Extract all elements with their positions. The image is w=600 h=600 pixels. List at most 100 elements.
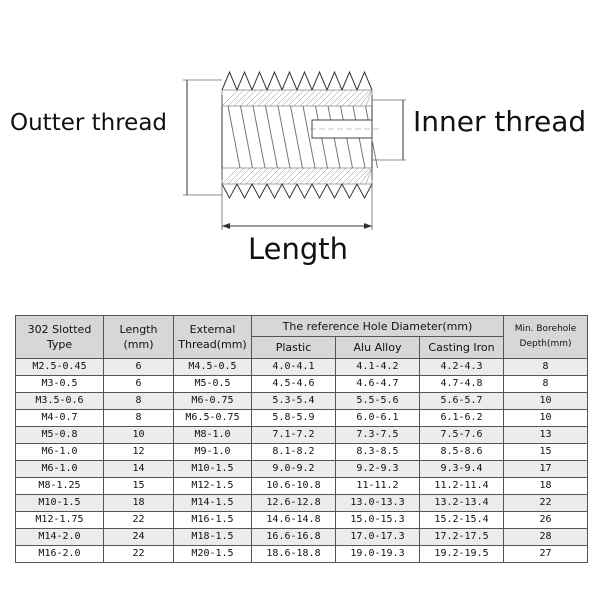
cell-type: M8-1.25 xyxy=(15,477,104,495)
cell-plastic: 9.0-9.2 xyxy=(251,460,336,478)
cell-casting-iron: 4.2-4.3 xyxy=(418,358,505,376)
cell-casting-iron: 17.2-17.5 xyxy=(418,528,505,546)
cell-alu-alloy: 4.1-4.2 xyxy=(335,358,420,376)
cell-external-thread: M20-1.5 xyxy=(173,545,252,563)
header-length: Length (mm) xyxy=(103,315,174,359)
cell-alu-alloy: 7.3-7.5 xyxy=(335,426,420,444)
cell-plastic: 18.6-18.8 xyxy=(251,545,336,563)
cell-casting-iron: 15.2-15.4 xyxy=(418,511,505,529)
cell-alu-alloy: 19.0-19.3 xyxy=(335,545,420,563)
cell-type: M5-0.8 xyxy=(15,426,104,444)
cell-plastic: 4.5-4.6 xyxy=(251,375,336,393)
cell-external-thread: M8-1.0 xyxy=(173,426,252,444)
insert-body xyxy=(221,70,380,200)
header-plastic: Plastic xyxy=(251,336,336,359)
cell-length: 14 xyxy=(103,460,174,478)
spec-table: 302 Slotted Type Length (mm) External Th… xyxy=(15,315,589,563)
cell-min-depth: 8 xyxy=(503,358,589,376)
cell-type: M3.5-0.6 xyxy=(15,392,104,410)
cell-external-thread: M16-1.5 xyxy=(173,511,252,529)
cell-external-thread: M4.5-0.5 xyxy=(173,358,252,376)
length-label: Length xyxy=(248,232,349,266)
cell-plastic: 7.1-7.2 xyxy=(251,426,336,444)
cell-plastic: 14.6-14.8 xyxy=(251,511,336,529)
header-casting-iron: Casting Iron xyxy=(418,336,505,359)
cell-alu-alloy: 4.6-4.7 xyxy=(335,375,420,393)
inner-thread-label: Inner thread xyxy=(413,105,587,138)
cell-plastic: 12.6-12.8 xyxy=(251,494,336,512)
cell-alu-alloy: 17.0-17.3 xyxy=(335,528,420,546)
cell-casting-iron: 9.3-9.4 xyxy=(418,460,505,478)
cell-alu-alloy: 11-11.2 xyxy=(335,477,420,495)
cell-length: 10 xyxy=(103,426,174,444)
cell-length: 8 xyxy=(103,409,174,427)
cell-casting-iron: 6.1-6.2 xyxy=(418,409,505,427)
cell-length: 12 xyxy=(103,443,174,461)
cell-casting-iron: 11.2-11.4 xyxy=(418,477,505,495)
cell-casting-iron: 13.2-13.4 xyxy=(418,494,505,512)
cell-length: 18 xyxy=(103,494,174,512)
header-min-borehole-depth: Min. Borehole Depth(mm) xyxy=(503,315,589,359)
cell-casting-iron: 19.2-19.5 xyxy=(418,545,505,563)
cell-type: M4-0.7 xyxy=(15,409,104,427)
spec-table-wrapper: 302 Slotted Type Length (mm) External Th… xyxy=(15,315,589,563)
cell-plastic: 16.6-16.8 xyxy=(251,528,336,546)
cell-min-depth: 15 xyxy=(503,443,589,461)
outer-thread-label: Outter thread xyxy=(10,110,168,136)
cell-alu-alloy: 13.0-13.3 xyxy=(335,494,420,512)
cell-casting-iron: 5.6-5.7 xyxy=(418,392,505,410)
cell-casting-iron: 7.5-7.6 xyxy=(418,426,505,444)
cell-external-thread: M10-1.5 xyxy=(173,460,252,478)
cell-external-thread: M14-1.5 xyxy=(173,494,252,512)
cell-type: M6-1.0 xyxy=(15,460,104,478)
cell-alu-alloy: 15.0-15.3 xyxy=(335,511,420,529)
cell-plastic: 5.3-5.4 xyxy=(251,392,336,410)
cell-external-thread: M9-1.0 xyxy=(173,443,252,461)
thread-insert-drawing xyxy=(183,70,406,230)
cell-casting-iron: 8.5-8.6 xyxy=(418,443,505,461)
cell-alu-alloy: 9.2-9.3 xyxy=(335,460,420,478)
cell-min-depth: 10 xyxy=(503,392,589,410)
cell-alu-alloy: 6.0-6.1 xyxy=(335,409,420,427)
cell-length: 24 xyxy=(103,528,174,546)
cell-alu-alloy: 5.5-5.6 xyxy=(335,392,420,410)
cell-plastic: 10.6-10.8 xyxy=(251,477,336,495)
cell-min-depth: 26 xyxy=(503,511,589,529)
cell-min-depth: 17 xyxy=(503,460,589,478)
cell-min-depth: 28 xyxy=(503,528,589,546)
cell-min-depth: 22 xyxy=(503,494,589,512)
cell-external-thread: M5-0.5 xyxy=(173,375,252,393)
cell-type: M12-1.75 xyxy=(15,511,104,529)
cell-plastic: 8.1-8.2 xyxy=(251,443,336,461)
cell-casting-iron: 4.7-4.8 xyxy=(418,375,505,393)
cell-length: 22 xyxy=(103,511,174,529)
cell-alu-alloy: 8.3-8.5 xyxy=(335,443,420,461)
header-reference-hole-diameter: The reference Hole Diameter(mm) xyxy=(250,315,505,337)
cell-type: M2.5-0.45 xyxy=(15,358,104,376)
cell-length: 22 xyxy=(103,545,174,563)
cell-type: M10-1.5 xyxy=(15,494,104,512)
header-type: 302 Slotted Type xyxy=(15,315,104,359)
cell-type: M14-2.0 xyxy=(15,528,104,546)
cell-external-thread: M6-0.75 xyxy=(173,392,252,410)
cell-min-depth: 27 xyxy=(503,545,589,563)
cell-plastic: 5.8-5.9 xyxy=(251,409,336,427)
cell-plastic: 4.0-4.1 xyxy=(251,358,336,376)
cell-length: 8 xyxy=(103,392,174,410)
cell-type: M6-1.0 xyxy=(15,443,104,461)
cell-external-thread: M6.5-0.75 xyxy=(173,409,252,427)
thread-insert-diagram: Outter thread Inner thread Length xyxy=(10,70,587,266)
cell-min-depth: 13 xyxy=(503,426,589,444)
